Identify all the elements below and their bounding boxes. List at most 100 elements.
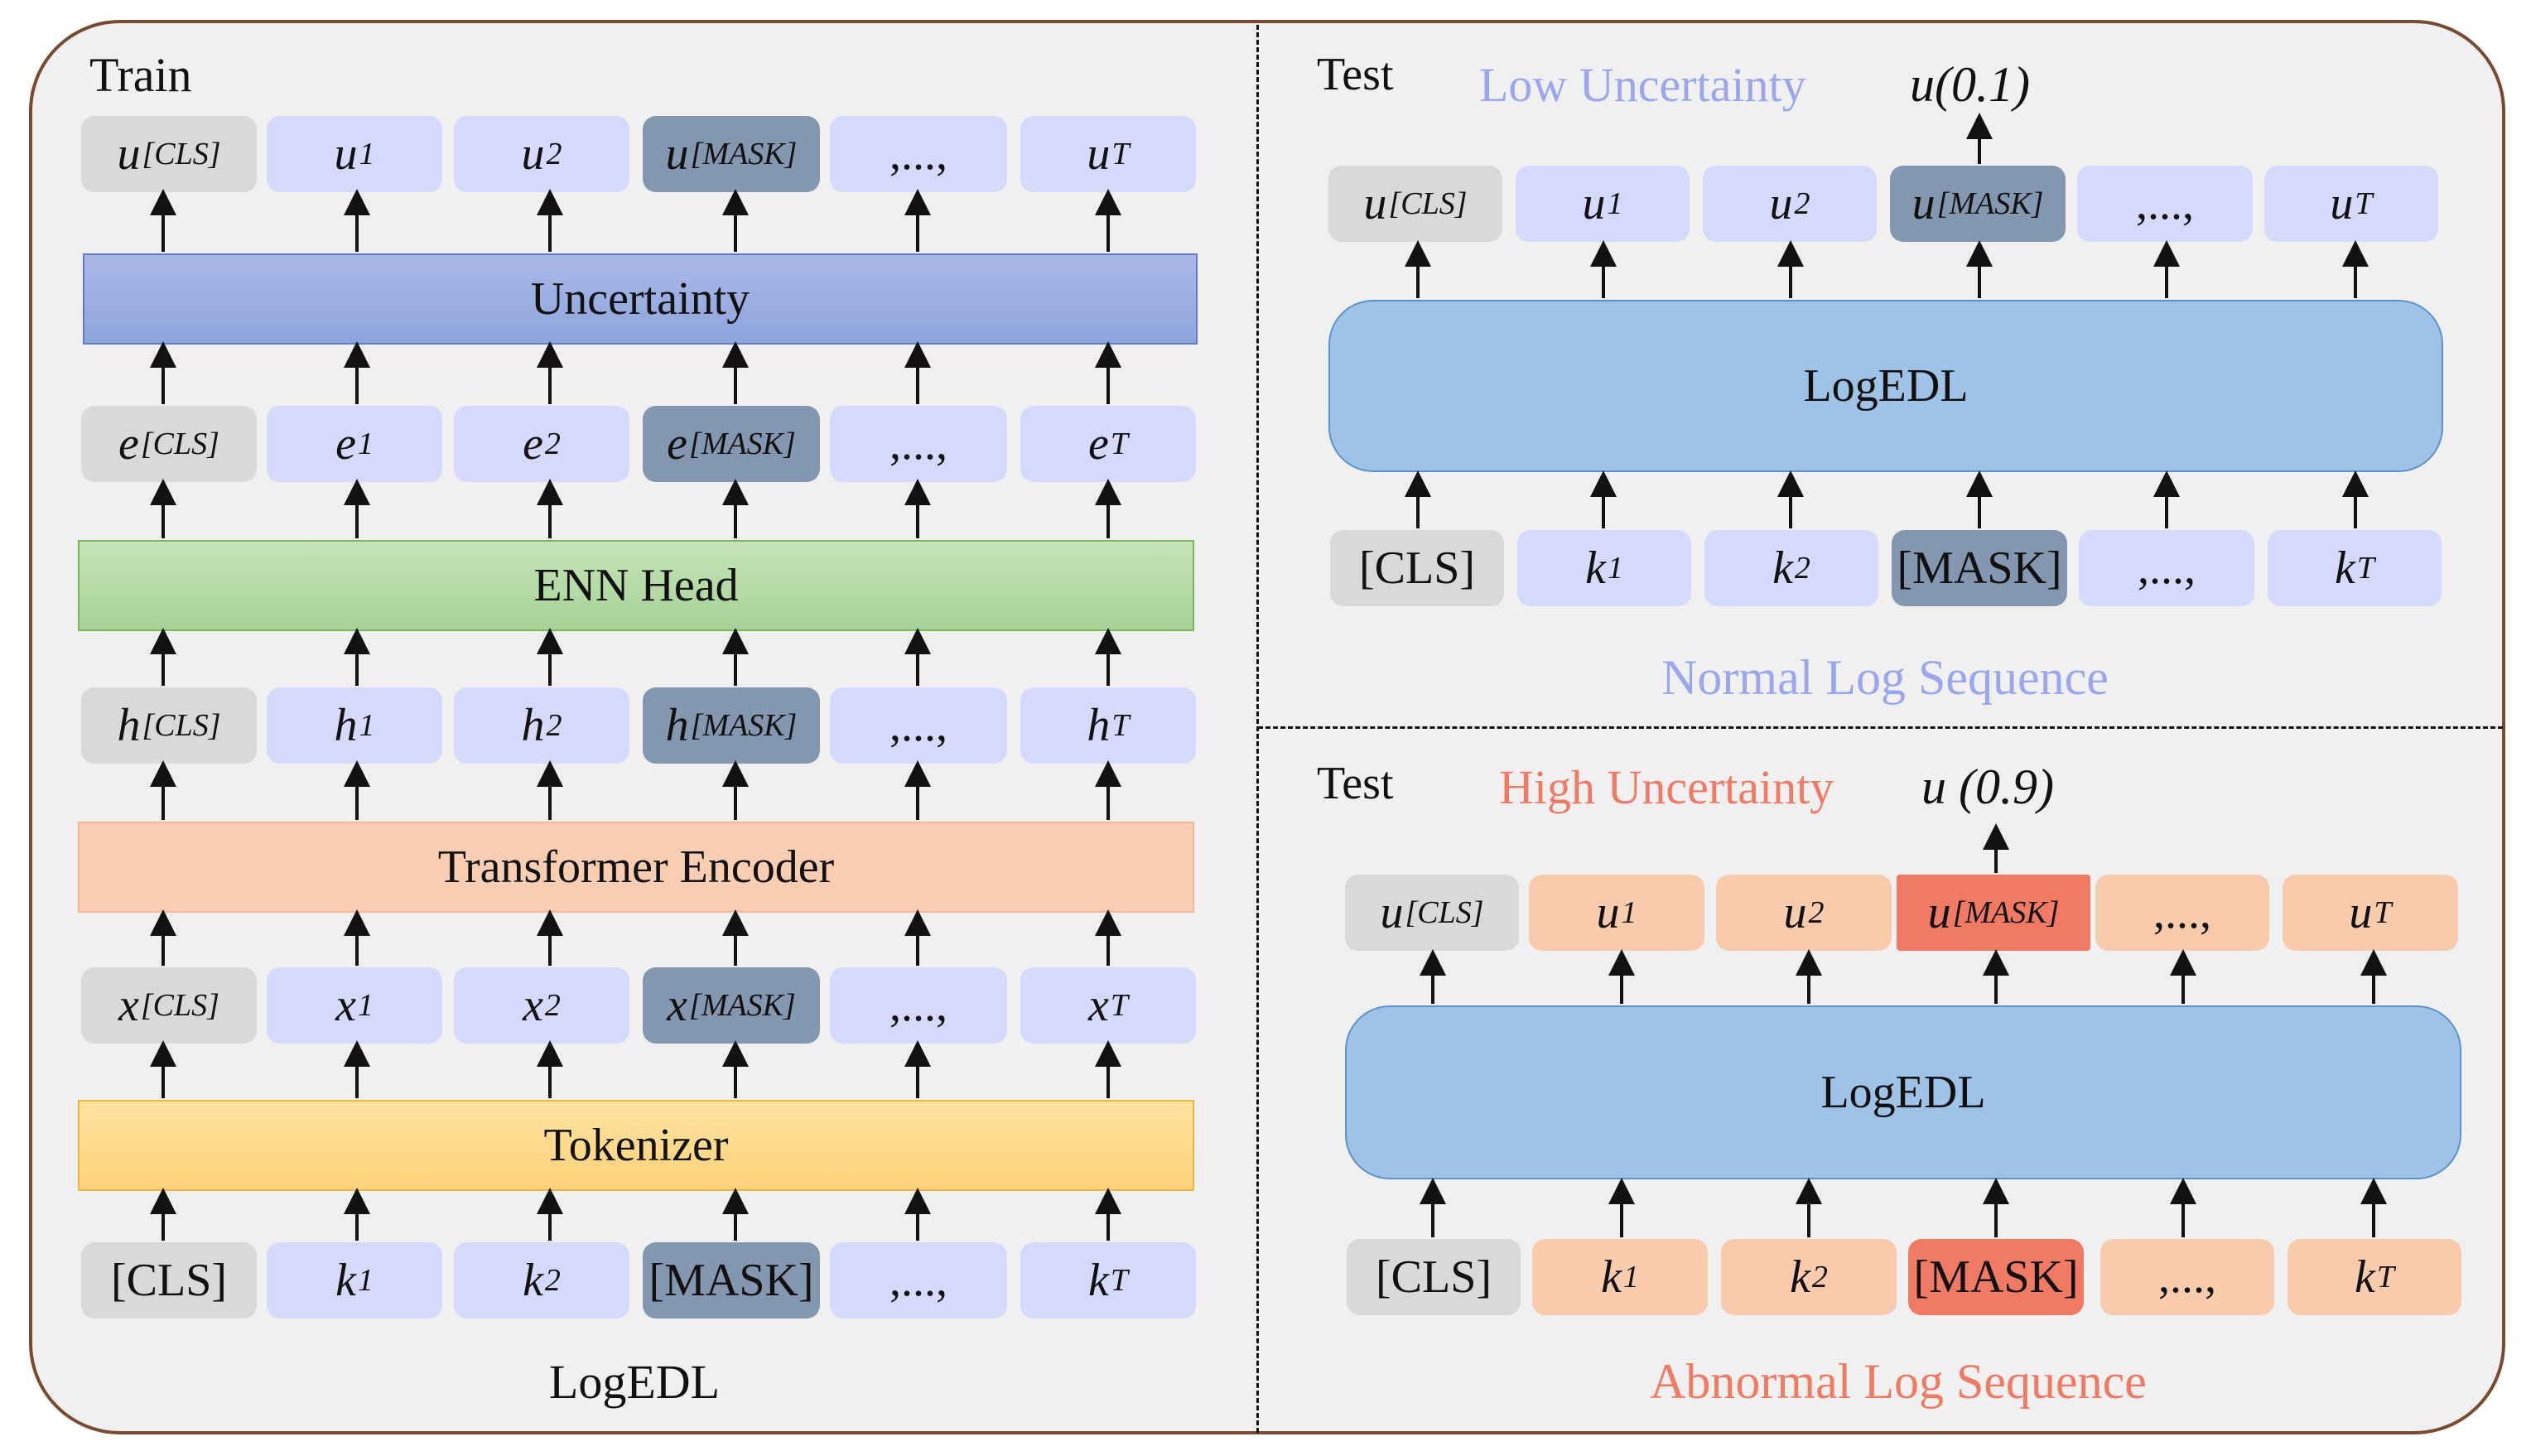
token-base: ,..., — [889, 980, 947, 1031]
token-base: u — [2330, 178, 2354, 229]
tn-in-token-4: ,..., — [2079, 530, 2254, 606]
token-base: u — [1927, 887, 1951, 938]
token-base: u — [665, 128, 689, 180]
token-subscript: [MASK] — [690, 708, 798, 743]
token-base: k — [523, 1255, 543, 1306]
token-base: u — [1783, 887, 1807, 938]
token-base: k — [2335, 542, 2355, 594]
token-subscript: T — [1110, 427, 1128, 461]
train-x-token-0: x[CLS] — [81, 967, 257, 1044]
token-subscript: [CLS] — [140, 988, 219, 1023]
train-k-token-4: ,..., — [830, 1242, 1007, 1319]
token-subscript: 2 — [544, 427, 561, 461]
token-subscript: T — [2355, 186, 2373, 221]
token-base: u — [1363, 178, 1387, 229]
token-base: u — [1380, 887, 1404, 938]
token-subscript: T — [2376, 1260, 2394, 1294]
token-subscript: [CLS] — [140, 427, 219, 461]
uncertainty-layer-label: Uncertainty — [530, 273, 750, 325]
low-uncertainty-label: Low Uncertainty — [1479, 58, 1806, 112]
train-e-token-4: ,..., — [830, 406, 1007, 482]
train-k-token-0: [CLS] — [81, 1242, 257, 1319]
token-subscript: 1 — [357, 988, 374, 1023]
token-subscript: 1 — [1621, 895, 1637, 930]
ta-out-token-3: u[MASK] — [1897, 875, 2090, 951]
ta-out-token-0: u[CLS] — [1345, 875, 1519, 951]
token-base: x — [523, 980, 543, 1031]
train-e-token-3: e[MASK] — [643, 406, 820, 482]
token-base: e — [1088, 418, 1109, 470]
ta-out-token-4: ,..., — [2095, 875, 2269, 951]
token-subscript: [MASK] — [689, 427, 796, 461]
token-base: e — [523, 418, 543, 470]
token-base: ,..., — [889, 418, 947, 470]
token-base: h — [1087, 700, 1111, 751]
token-base: x — [667, 980, 688, 1031]
token-base: u — [334, 128, 358, 180]
token-base: h — [665, 700, 689, 751]
token-base: k — [1790, 1251, 1810, 1303]
token-base: u — [1769, 178, 1793, 229]
tn-out-token-0: u[CLS] — [1328, 166, 1502, 242]
token-subscript: [CLS] — [1405, 895, 1484, 930]
token-subscript: [MASK] — [689, 988, 796, 1023]
token-subscript: 1 — [357, 427, 374, 461]
train-caption: LogEDL — [548, 1355, 721, 1409]
high-uncertainty-value: u (0.9) — [1921, 759, 2054, 814]
token-base: k — [335, 1255, 356, 1306]
token-base: e — [118, 418, 139, 470]
token-base: ,..., — [2158, 1251, 2216, 1303]
test-normal-logedl-model: LogEDL — [1328, 300, 2443, 472]
tn-out-token-4: ,..., — [2077, 166, 2253, 242]
token-base: e — [667, 418, 688, 470]
token-subscript: [MASK] — [1936, 186, 2044, 221]
token-subscript: 1 — [359, 708, 375, 743]
train-u-token-3: u[MASK] — [643, 116, 820, 192]
token-base: ,..., — [2138, 542, 2196, 594]
token-subscript: 2 — [546, 137, 562, 171]
enn-head-layer: ENN Head — [78, 540, 1194, 631]
tn-in-token-3: [MASK] — [1892, 530, 2067, 606]
token-subscript: 2 — [544, 1263, 561, 1298]
test-abnormal-title: Test — [1317, 758, 1394, 809]
token-base: u — [2349, 887, 2373, 938]
token-subscript: 2 — [1794, 186, 1810, 221]
normal-log-sequence-caption: Normal Log Sequence — [1661, 650, 2109, 705]
train-title: Train — [89, 48, 192, 102]
uncertainty-layer: Uncertainty — [83, 253, 1198, 345]
token-base: u — [1582, 178, 1606, 229]
token-base: ,..., — [2136, 178, 2194, 229]
train-e-token-0: e[CLS] — [81, 406, 257, 482]
token-base: [MASK] — [1897, 542, 2062, 594]
token-base: h — [521, 700, 545, 751]
train-h-token-3: h[MASK] — [643, 687, 820, 764]
token-base: h — [117, 700, 141, 751]
test-normal-model-label: LogEDL — [1803, 360, 1969, 412]
token-base: [CLS] — [1376, 1251, 1492, 1303]
token-subscript: T — [2374, 895, 2392, 930]
high-uncertainty-label: High Uncertainty — [1499, 760, 1834, 814]
token-subscript: 2 — [1808, 895, 1825, 930]
token-base: u — [1087, 128, 1111, 180]
train-h-token-4: ,..., — [830, 687, 1007, 764]
token-base: u — [1912, 178, 1936, 229]
token-base: k — [1088, 1255, 1109, 1306]
